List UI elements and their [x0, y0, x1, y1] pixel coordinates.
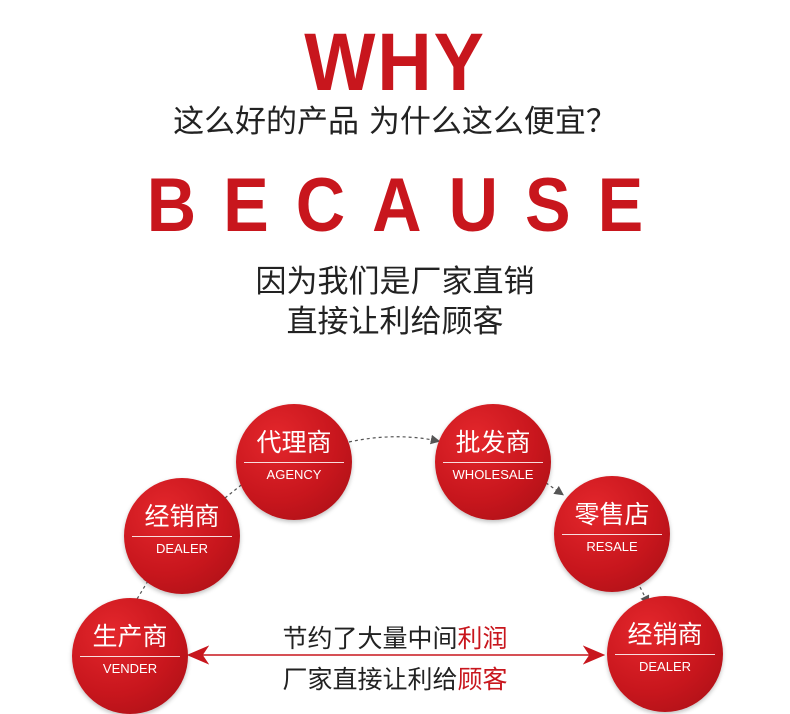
node-vender-cn: 生产商 — [92, 622, 168, 651]
node-dealer-right: 经销商 DEALER — [607, 596, 723, 712]
node-agency-cn: 代理商 — [256, 428, 332, 457]
answer-line-2: 直接让利给顾客 — [286, 304, 504, 340]
node-divider — [80, 656, 180, 657]
node-divider — [615, 654, 715, 655]
node-divider — [244, 462, 344, 463]
node-resale-cn: 零售店 — [574, 500, 650, 529]
savings-line-2-highlight: 顾客 — [457, 665, 508, 694]
why-heading: WHY — [304, 17, 486, 108]
because-heading: BECAUSE — [146, 163, 671, 248]
node-dealer-right-cn: 经销商 — [627, 620, 703, 649]
savings-line-1-highlight: 利润 — [457, 624, 508, 653]
node-divider — [132, 536, 232, 537]
node-agency-en: AGENCY — [266, 467, 322, 482]
node-dealer-left-cn: 经销商 — [144, 502, 220, 531]
node-vender-en: VENDER — [102, 661, 158, 676]
node-wholesale: 批发商 WHOLESALE — [435, 404, 551, 520]
savings-line-1: 节约了大量中间利润 — [0, 624, 790, 654]
arrow-agency-to-wholesale — [348, 434, 441, 445]
savings-line-1-text: 节约了大量中间 — [282, 624, 458, 653]
node-vender: 生产商 VENDER — [72, 598, 188, 714]
answer-line-1: 因为我们是厂家直销 — [255, 264, 535, 300]
node-dealer-left: 经销商 DEALER — [124, 478, 240, 594]
node-wholesale-en: WHOLESALE — [452, 467, 534, 482]
node-divider — [562, 534, 662, 535]
node-agency: 代理商 AGENCY — [236, 404, 352, 520]
node-divider — [443, 462, 543, 463]
node-resale: 零售店 RESALE — [554, 476, 670, 592]
arrow-wholesale-to-resale — [535, 475, 564, 496]
savings-line-2-text: 厂家直接让利给 — [282, 665, 458, 694]
node-resale-en: RESALE — [586, 539, 638, 554]
savings-line-2: 厂家直接让利给顾客 — [0, 665, 790, 695]
node-dealer-left-en: DEALER — [155, 541, 209, 556]
node-wholesale-cn: 批发商 — [455, 428, 531, 457]
node-dealer-right-en: DEALER — [638, 659, 692, 674]
question-text: 这么好的产品 为什么这么便宜？ — [173, 104, 617, 140]
